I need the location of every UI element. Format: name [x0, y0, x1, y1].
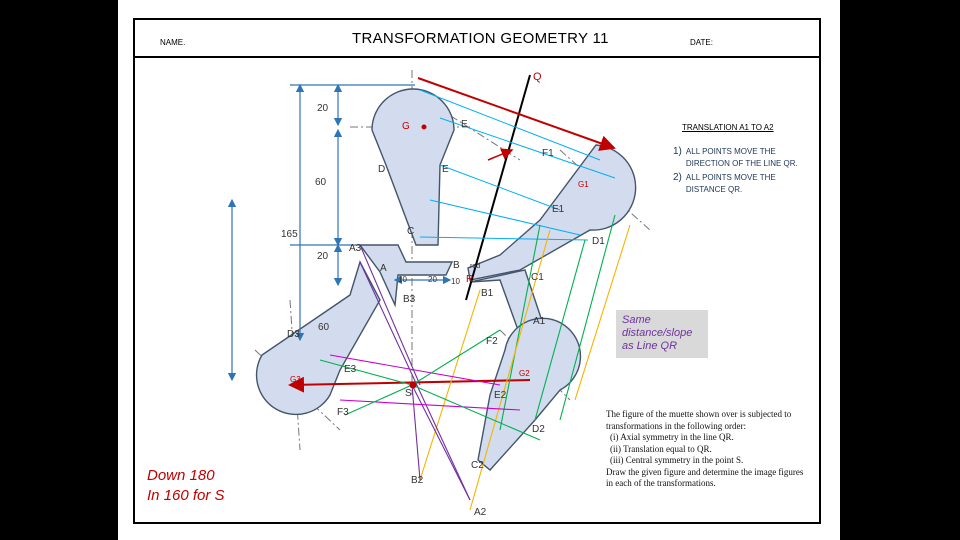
corner-note-line1: Down 180	[147, 467, 215, 484]
label-f1: F1	[542, 148, 554, 159]
dim-165: 165	[281, 229, 298, 240]
label-a2: A2	[474, 507, 487, 518]
projection-lines	[419, 89, 616, 241]
same-distance-note: Same distance/slope as Line QR	[616, 310, 708, 358]
label-d2: D2	[532, 424, 545, 435]
label-c2: C2	[471, 460, 484, 471]
dim-10: 10	[398, 275, 407, 284]
label-b3: B3	[403, 294, 416, 305]
header-divider	[133, 56, 821, 58]
translation-step: 2) ALL POINTS MOVE THE DISTANCE QR.	[673, 172, 805, 196]
construction-lines	[319, 214, 631, 511]
label-s: S	[405, 388, 412, 399]
step-number: 2)	[673, 172, 682, 183]
label-g2: G2	[519, 369, 530, 378]
dim-20-mid: 20	[428, 275, 437, 284]
translation-step: 1) ALL POINTS MOVE THE DIRECTION OF THE …	[673, 146, 805, 170]
label-a1: A1	[533, 316, 546, 327]
problem-item: (iii) Central symmetry in the point S.	[610, 455, 744, 465]
translation-vector-small	[487, 148, 514, 161]
label-e1: E1	[552, 204, 565, 215]
central-symmetry-arrow	[288, 376, 531, 393]
dim-20-lower: 20	[317, 251, 329, 262]
label-d1: D1	[592, 236, 605, 247]
label-b: B	[453, 260, 460, 271]
label-d3: D3	[287, 329, 300, 340]
dim-10b: 10	[451, 277, 460, 286]
original-figure	[358, 88, 455, 308]
label-c1: C1	[531, 272, 544, 283]
image-figure-3	[255, 260, 381, 416]
label-b2: B2	[411, 475, 424, 486]
label-c: C	[407, 226, 414, 237]
label-e-inner: E	[442, 164, 449, 175]
problem-outro: Draw the given figure and determine the …	[606, 466, 804, 489]
worksheet-title: TRANSFORMATION GEOMETRY 11	[352, 30, 609, 47]
label-e3: E3	[344, 364, 357, 375]
dim-60-lower: 60	[318, 322, 330, 333]
point-g-marker	[421, 124, 427, 130]
step-text: ALL POINTS MOVE THE DIRECTION OF THE LIN…	[685, 147, 798, 168]
label-g3: G3	[290, 375, 301, 384]
translation-heading: TRANSLATION A1 TO A2	[682, 123, 774, 132]
worksheet-frame	[133, 18, 821, 524]
problem-statement: The figure of the muette shown over is s…	[606, 409, 806, 490]
axis-line-qr	[465, 74, 531, 301]
label-g1: G1	[578, 180, 589, 189]
name-label: NAME.	[160, 38, 186, 47]
step-number: 1)	[673, 146, 682, 157]
corner-note-line2: In 160 for S	[147, 487, 225, 504]
point-s-marker	[409, 381, 417, 389]
label-q: Q	[533, 71, 542, 83]
label-e: E	[461, 119, 468, 130]
corner-note: Down 180 In 160 for S	[147, 466, 225, 506]
label-rad: rad	[470, 263, 480, 270]
label-a: A	[380, 263, 387, 274]
label-f2: F2	[486, 336, 498, 347]
label-b1: B1	[481, 288, 494, 299]
label-f3: F3	[337, 407, 349, 418]
label-e2: E2	[494, 390, 507, 401]
translation-steps: 1) ALL POINTS MOVE THE DIRECTION OF THE …	[673, 146, 805, 198]
date-label: DATE:	[690, 38, 713, 47]
image-figure-1	[467, 144, 637, 331]
label-g: G	[402, 121, 410, 132]
problem-intro: The figure of the muette shown over is s…	[606, 409, 792, 431]
dimension-lines	[227, 83, 452, 382]
problem-item: (ii) Translation equal to QR.	[610, 443, 712, 454]
label-r: R	[466, 274, 473, 285]
step-text: ALL POINTS MOVE THE DISTANCE QR.	[685, 173, 776, 194]
label-d: D	[378, 164, 385, 175]
dim-20-top: 20	[317, 103, 329, 114]
image-figure-2	[477, 317, 582, 471]
problem-item: (i) Axial symmetry in the line QR.	[610, 432, 734, 442]
label-a3: A3	[349, 243, 362, 254]
dim-60: 60	[315, 177, 327, 188]
translation-vector	[417, 77, 616, 151]
